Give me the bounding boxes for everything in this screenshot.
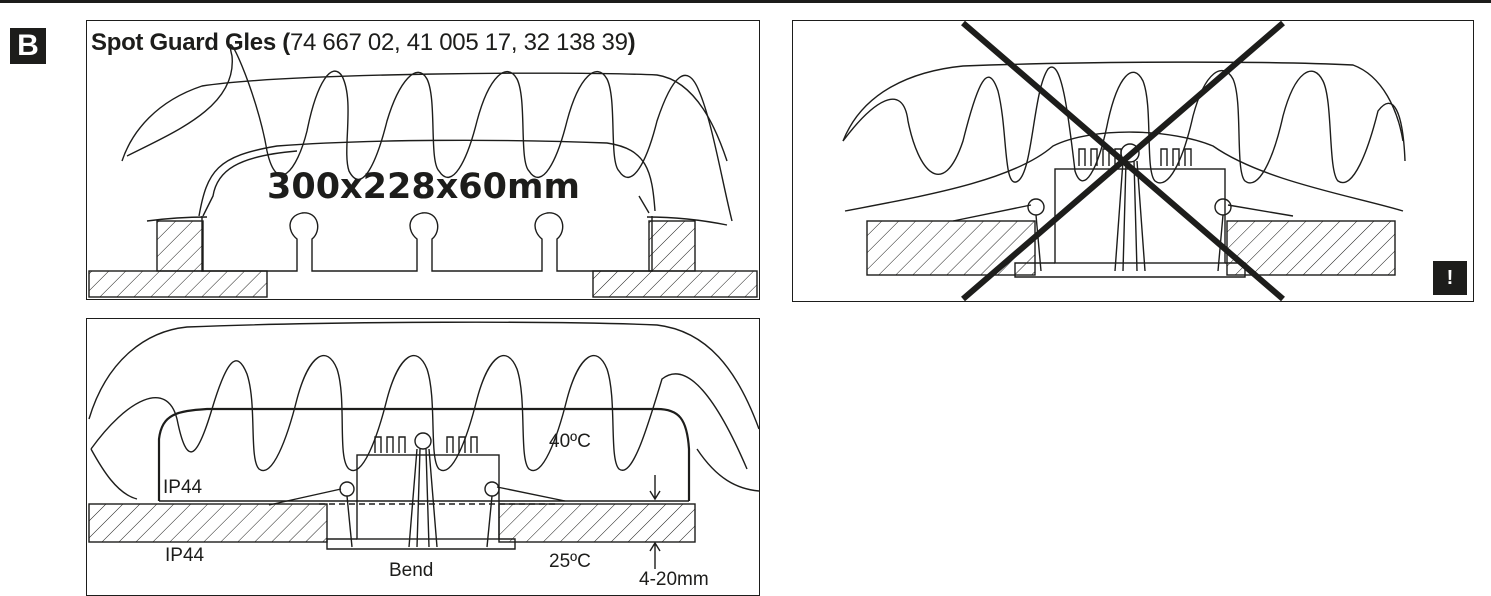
product-codes: 74 667 02, 41 005 17, 32 138 39 — [289, 29, 628, 56]
ip-rating-below: IP44 — [165, 545, 205, 566]
panel-cover-dimensions: Spot Guard Gles (74 667 02, 41 005 17, 3… — [86, 20, 760, 300]
ceiling-thickness: 4-20mm — [639, 569, 709, 590]
bend-label: Bend — [389, 560, 434, 581]
cover-dimensions-drawing — [88, 44, 758, 298]
top-rule — [0, 0, 1491, 3]
temperature-inside: 40ºC — [549, 431, 591, 452]
panel-incorrect-installation: ! — [792, 20, 1474, 302]
correct-installation-drawing — [88, 321, 759, 569]
incorrect-installation-drawing — [842, 21, 1406, 301]
temperature-below: 25ºC — [549, 551, 591, 572]
cover-dimensions-label: 300x228x60mm — [267, 167, 580, 207]
section-letter-badge: B — [10, 28, 46, 64]
warning-badge: ! — [1433, 261, 1467, 295]
panel-correct-installation: IP44 IP44 40ºC 25ºC Bend 4-20mm — [86, 318, 760, 596]
product-title: Spot Guard Gles (74 667 02, 41 005 17, 3… — [91, 29, 636, 56]
ip-rating-above: IP44 — [163, 477, 203, 498]
